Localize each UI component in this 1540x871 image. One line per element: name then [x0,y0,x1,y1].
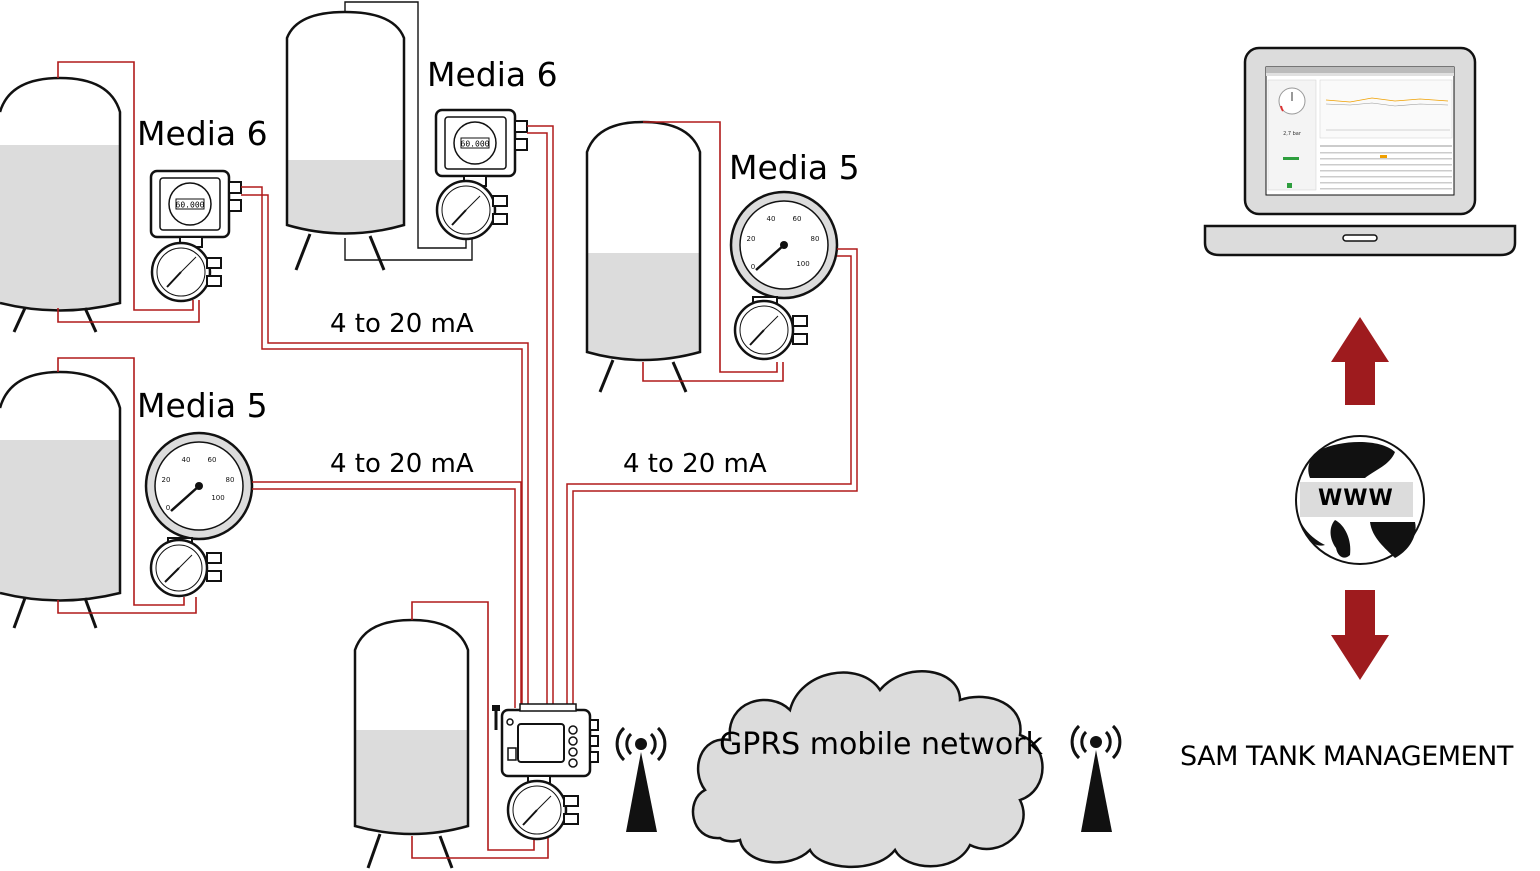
arrow-up-icon [1331,317,1389,405]
pressure-gauge-icon: 0 20 40 60 80 100 [729,190,839,308]
impulse-lines [57,357,197,614]
display-transmitter-icon: 60.000 [149,169,242,248]
media-6-label-left: Media 6 [137,114,268,153]
gauge-tick-label: 60 [208,456,217,464]
tank-icon [285,10,406,271]
gauge-tick-label: 100 [796,260,809,268]
pressure-gauge-icon [506,779,579,841]
system-label: SAM TANK MANAGEMENT [1180,741,1513,772]
antenna-icon [615,726,667,832]
pressure-gauge-icon [733,299,808,361]
display-reading: 60.000 [461,140,490,149]
data-logger-icon [492,703,599,787]
media-6-label-top: Media 6 [427,55,558,94]
pressure-gauge-icon [435,179,508,241]
media-5-label-left: Media 5 [137,386,268,425]
tank-icon [353,618,470,869]
gauge-tick-label: 0 [751,263,755,271]
pressure-gauge-icon [150,241,222,303]
gauge-tick-label: 80 [226,476,235,484]
antenna-icon [1070,724,1122,832]
impulse-lines [344,1,473,261]
signal-label-top: 4 to 20 mA [330,309,474,339]
tank-icon [585,120,702,393]
pressure-gauge-icon [149,538,222,598]
gauge-tick-label: 100 [211,494,224,502]
cloud-icon [691,670,1044,869]
impulse-lines [57,61,200,323]
media-5-label-right: Media 5 [729,148,860,187]
display-transmitter-icon: 60.000 [434,108,528,187]
gauge-tick-label: 60 [793,215,802,223]
signal-label-middle-right: 4 to 20 mA [623,449,767,479]
signal-label-middle-left: 4 to 20 mA [330,449,474,479]
signal-cables [241,125,858,708]
impulse-lines [642,121,784,382]
tank-icon [0,76,122,333]
globe-icon [1295,435,1425,565]
network-label: GPRS mobile network [719,727,1043,762]
tank-icon [0,370,122,629]
gauge-tick-label: 80 [811,235,820,243]
laptop-icon: 2,7 bar [1203,46,1517,257]
pressure-gauge-icon: 0 20 40 60 80 100 [144,431,254,549]
gauge-tick-label: 40 [182,456,191,464]
www-label: WWW [1318,486,1394,511]
arrow-down-icon [1331,590,1389,680]
gauge-tick-label: 20 [162,476,171,484]
gauge-tick-label: 20 [747,235,756,243]
laptop-reading: 2,7 bar [1283,131,1302,137]
impulse-lines [411,601,549,859]
display-reading: 60.000 [176,201,205,210]
gauge-tick-label: 40 [767,215,776,223]
gauge-tick-label: 0 [166,504,170,512]
